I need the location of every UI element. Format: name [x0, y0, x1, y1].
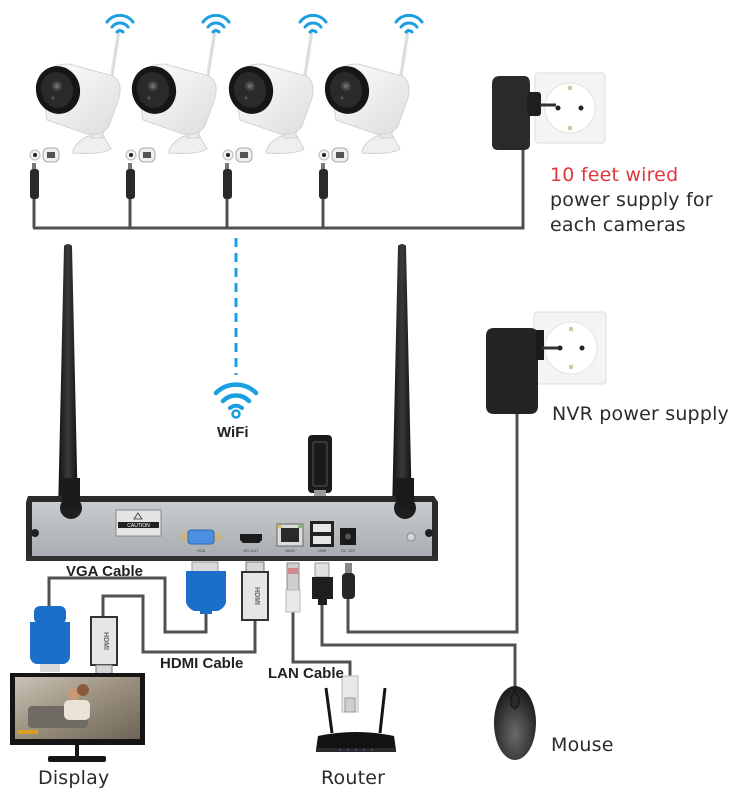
- camera-1: [29, 13, 135, 228]
- camera-power-highlight: 10 feet wired: [550, 164, 679, 186]
- vga-cable-label: VGA Cable: [66, 563, 143, 580]
- vga-plug-display: [30, 606, 70, 672]
- usb-wifi-dongle: [308, 435, 332, 493]
- lan-port: WAN: [276, 523, 304, 553]
- vga-plug-nvr: [186, 561, 226, 614]
- caution-label: CAUTION: [115, 509, 162, 537]
- hdmi-plug-display: HDMI: [90, 616, 118, 680]
- camera-2: [125, 13, 231, 228]
- camera-4: [318, 13, 424, 228]
- nvr-recorder: CAUTION VGA HD OUT WAN USB: [26, 244, 438, 561]
- hdmi-cable-label: HDMI Cable: [160, 655, 244, 672]
- lan-cable-label: LAN Cable: [268, 665, 344, 682]
- vga-port-label: VGA: [197, 548, 206, 553]
- camera-power-cable: [33, 150, 525, 230]
- usb-port-label: USB: [318, 548, 327, 553]
- nvr-power-adapter: [486, 311, 607, 414]
- hdmi-plug-display-text: HDMI: [102, 632, 109, 650]
- camera-power-line2: power supply for: [550, 189, 713, 211]
- dc-power-port: DC 12V: [340, 528, 356, 553]
- nvr-power-cable: [346, 414, 519, 634]
- wifi-signal-icon: [298, 13, 328, 34]
- hdmi-plug-text: HDMI: [253, 587, 260, 605]
- wifi-icon: [213, 382, 259, 419]
- router: [316, 675, 396, 752]
- vga-port: VGA: [179, 529, 223, 553]
- usb-ports: USB: [310, 521, 334, 553]
- vga-cable: [47, 576, 208, 634]
- wifi-signal-icon: [105, 13, 135, 34]
- nvr-antenna-left: [58, 244, 78, 514]
- nvr-power-label: NVR power supply: [552, 403, 730, 425]
- camera-3: [222, 13, 328, 228]
- wifi-signal-icon: [201, 13, 231, 34]
- usb-plug-nvr: [312, 562, 333, 605]
- lan-plug-nvr: [285, 562, 301, 613]
- camera-power-adapter: [492, 72, 606, 150]
- display-label: Display: [38, 767, 110, 789]
- wire-group: [47, 414, 519, 688]
- camera-power-line3: each cameras: [550, 214, 686, 236]
- caution-text: CAUTION: [127, 523, 150, 529]
- wifi-signal-icon: [394, 13, 424, 34]
- camera-group: [29, 13, 424, 228]
- dc-port-label: DC 12V: [341, 548, 355, 553]
- display-monitor: [10, 673, 145, 762]
- lan-cable: [291, 612, 352, 680]
- nvr-antenna-right: [392, 244, 412, 514]
- camera-power-note: 10 feet wired power supply for each came…: [550, 163, 713, 238]
- lan-port-label: WAN: [285, 548, 294, 553]
- dc-plug-nvr: [342, 563, 355, 599]
- hdmi-port: HD OUT: [240, 534, 262, 553]
- mouse-usb-cable: [320, 598, 517, 688]
- hdmi-cable: [101, 594, 257, 654]
- wifi-label: WiFi: [217, 424, 249, 441]
- hdmi-plug-nvr: HDMI: [241, 561, 269, 621]
- hdmi-port-label: HD OUT: [243, 548, 259, 553]
- router-label: Router: [321, 767, 386, 789]
- mouse-label: Mouse: [551, 734, 614, 756]
- mouse: [494, 686, 536, 760]
